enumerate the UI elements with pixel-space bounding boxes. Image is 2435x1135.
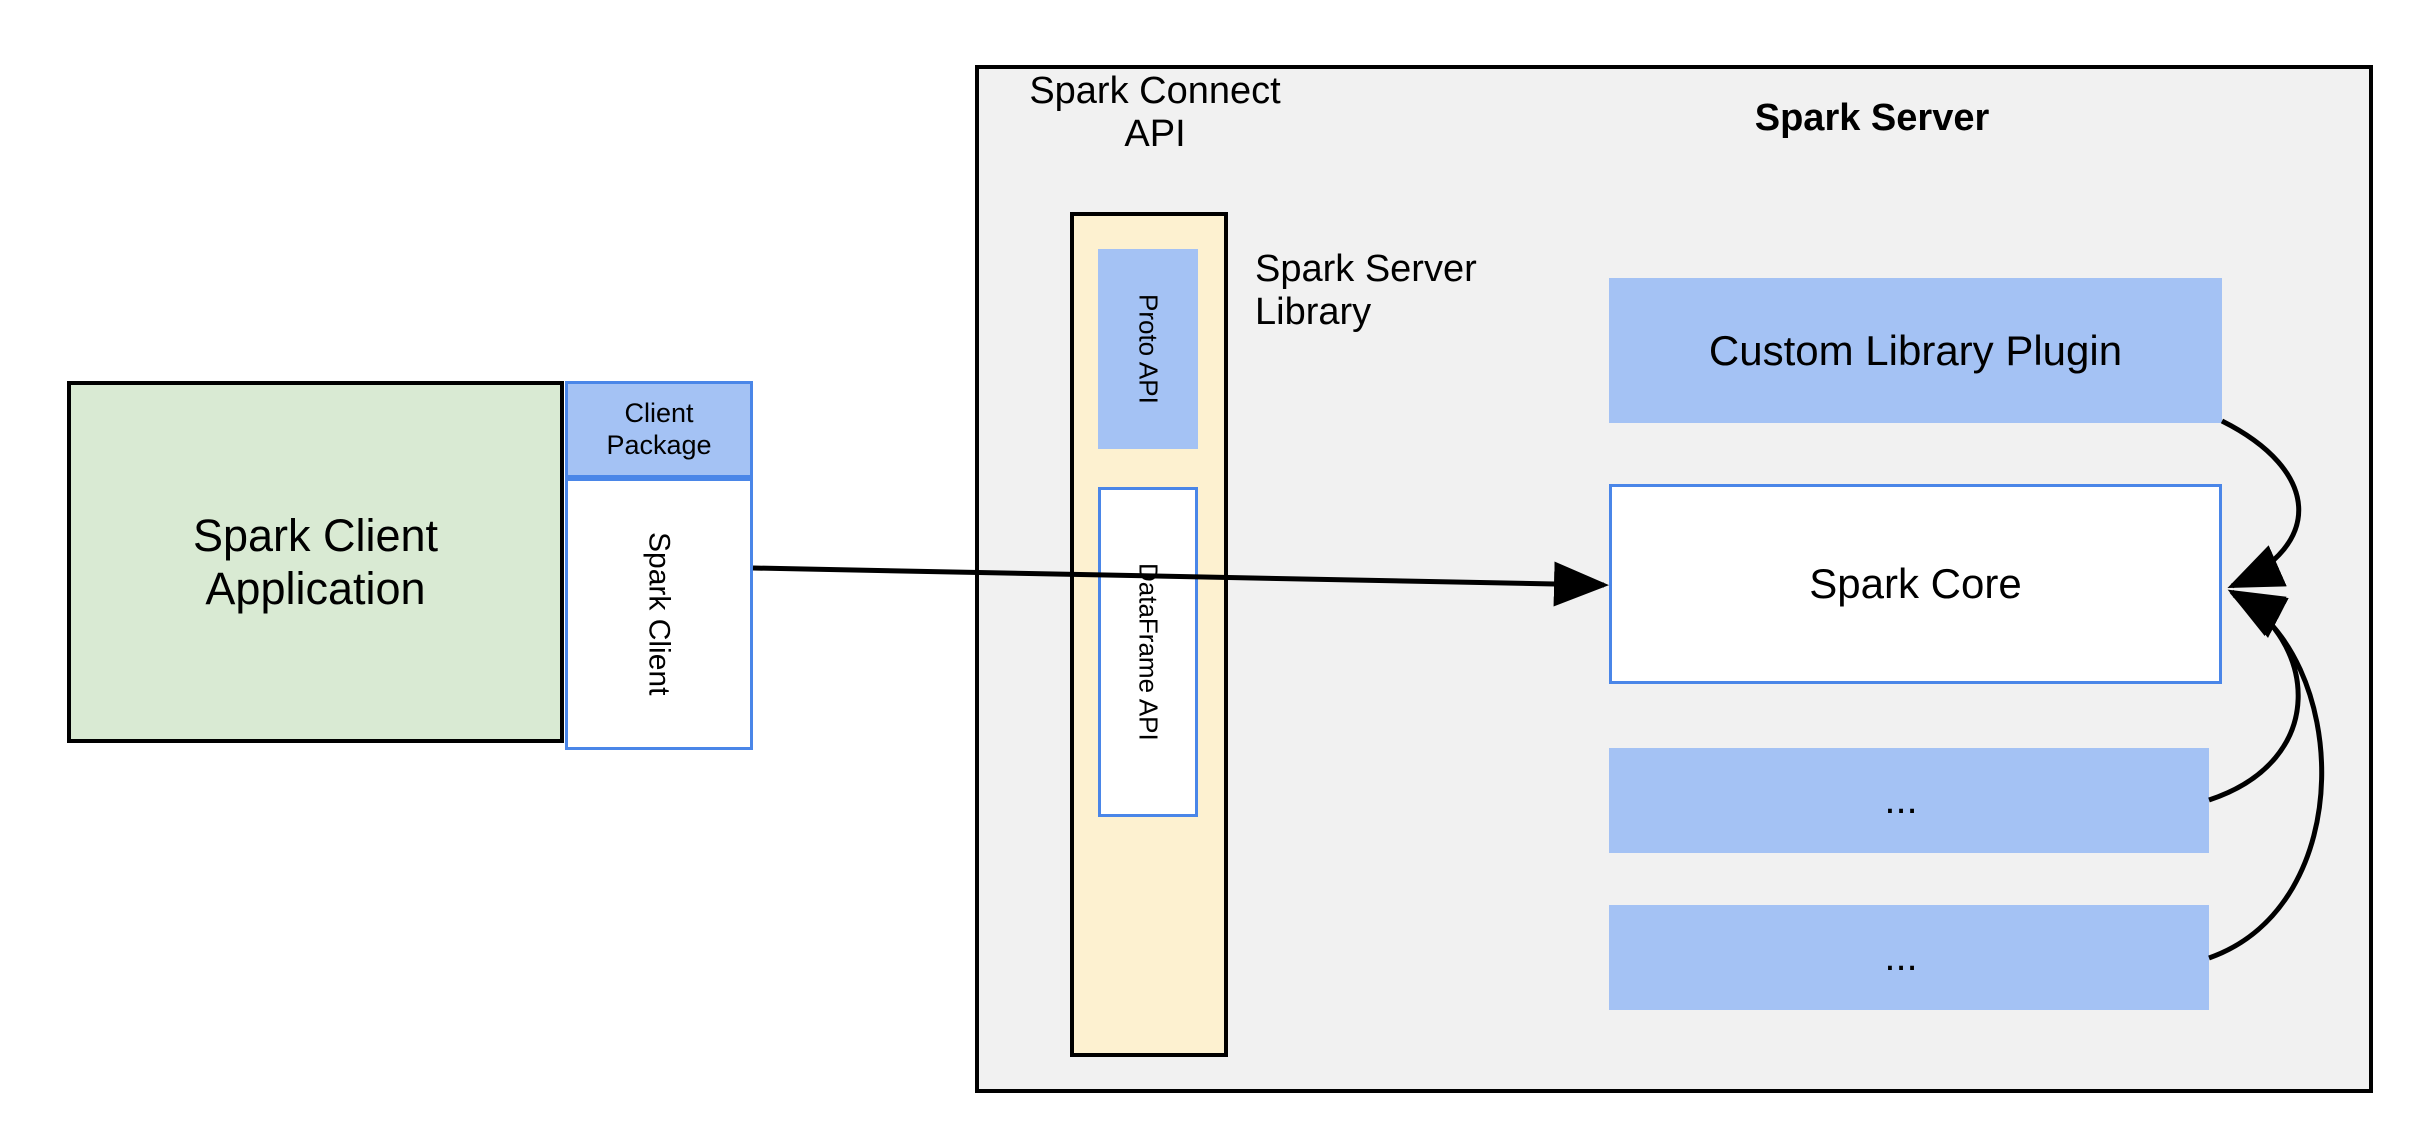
dataframe-api-box[interactable]: DataFrame API: [1098, 487, 1198, 817]
ellipsis-label-1: ...: [1884, 777, 1918, 822]
spark-core-box[interactable]: Spark Core: [1609, 484, 2222, 684]
ellipsis-label-2: ...: [1884, 934, 1918, 979]
spark-connect-api-label: Spark Connect API: [1029, 70, 1281, 155]
dataframe-api-label: DataFrame API: [1133, 563, 1164, 741]
client-package-box[interactable]: Client Package: [565, 381, 753, 478]
proto-api-label: Proto API: [1133, 294, 1164, 404]
ellipsis-box-2[interactable]: ...: [1609, 905, 2209, 1010]
ellipsis-box-1[interactable]: ...: [1609, 748, 2209, 853]
spark-server-library-label: Spark Server Library: [1255, 248, 1477, 333]
spark-core-label: Spark Core: [1809, 560, 2022, 608]
proto-api-box[interactable]: Proto API: [1098, 249, 1198, 449]
spark-client-application-box[interactable]: Spark Client Application: [67, 381, 564, 743]
spark-client-application-label: Spark Client Application: [192, 509, 439, 614]
spark-client-box[interactable]: Spark Client: [565, 478, 753, 750]
spark-server-title: Spark Server: [1754, 97, 1990, 139]
spark-client-label: Spark Client: [642, 532, 676, 696]
client-package-label: Client Package: [606, 397, 712, 460]
custom-library-plugin-label: Custom Library Plugin: [1708, 326, 2123, 374]
custom-library-plugin-box[interactable]: Custom Library Plugin: [1609, 278, 2222, 423]
